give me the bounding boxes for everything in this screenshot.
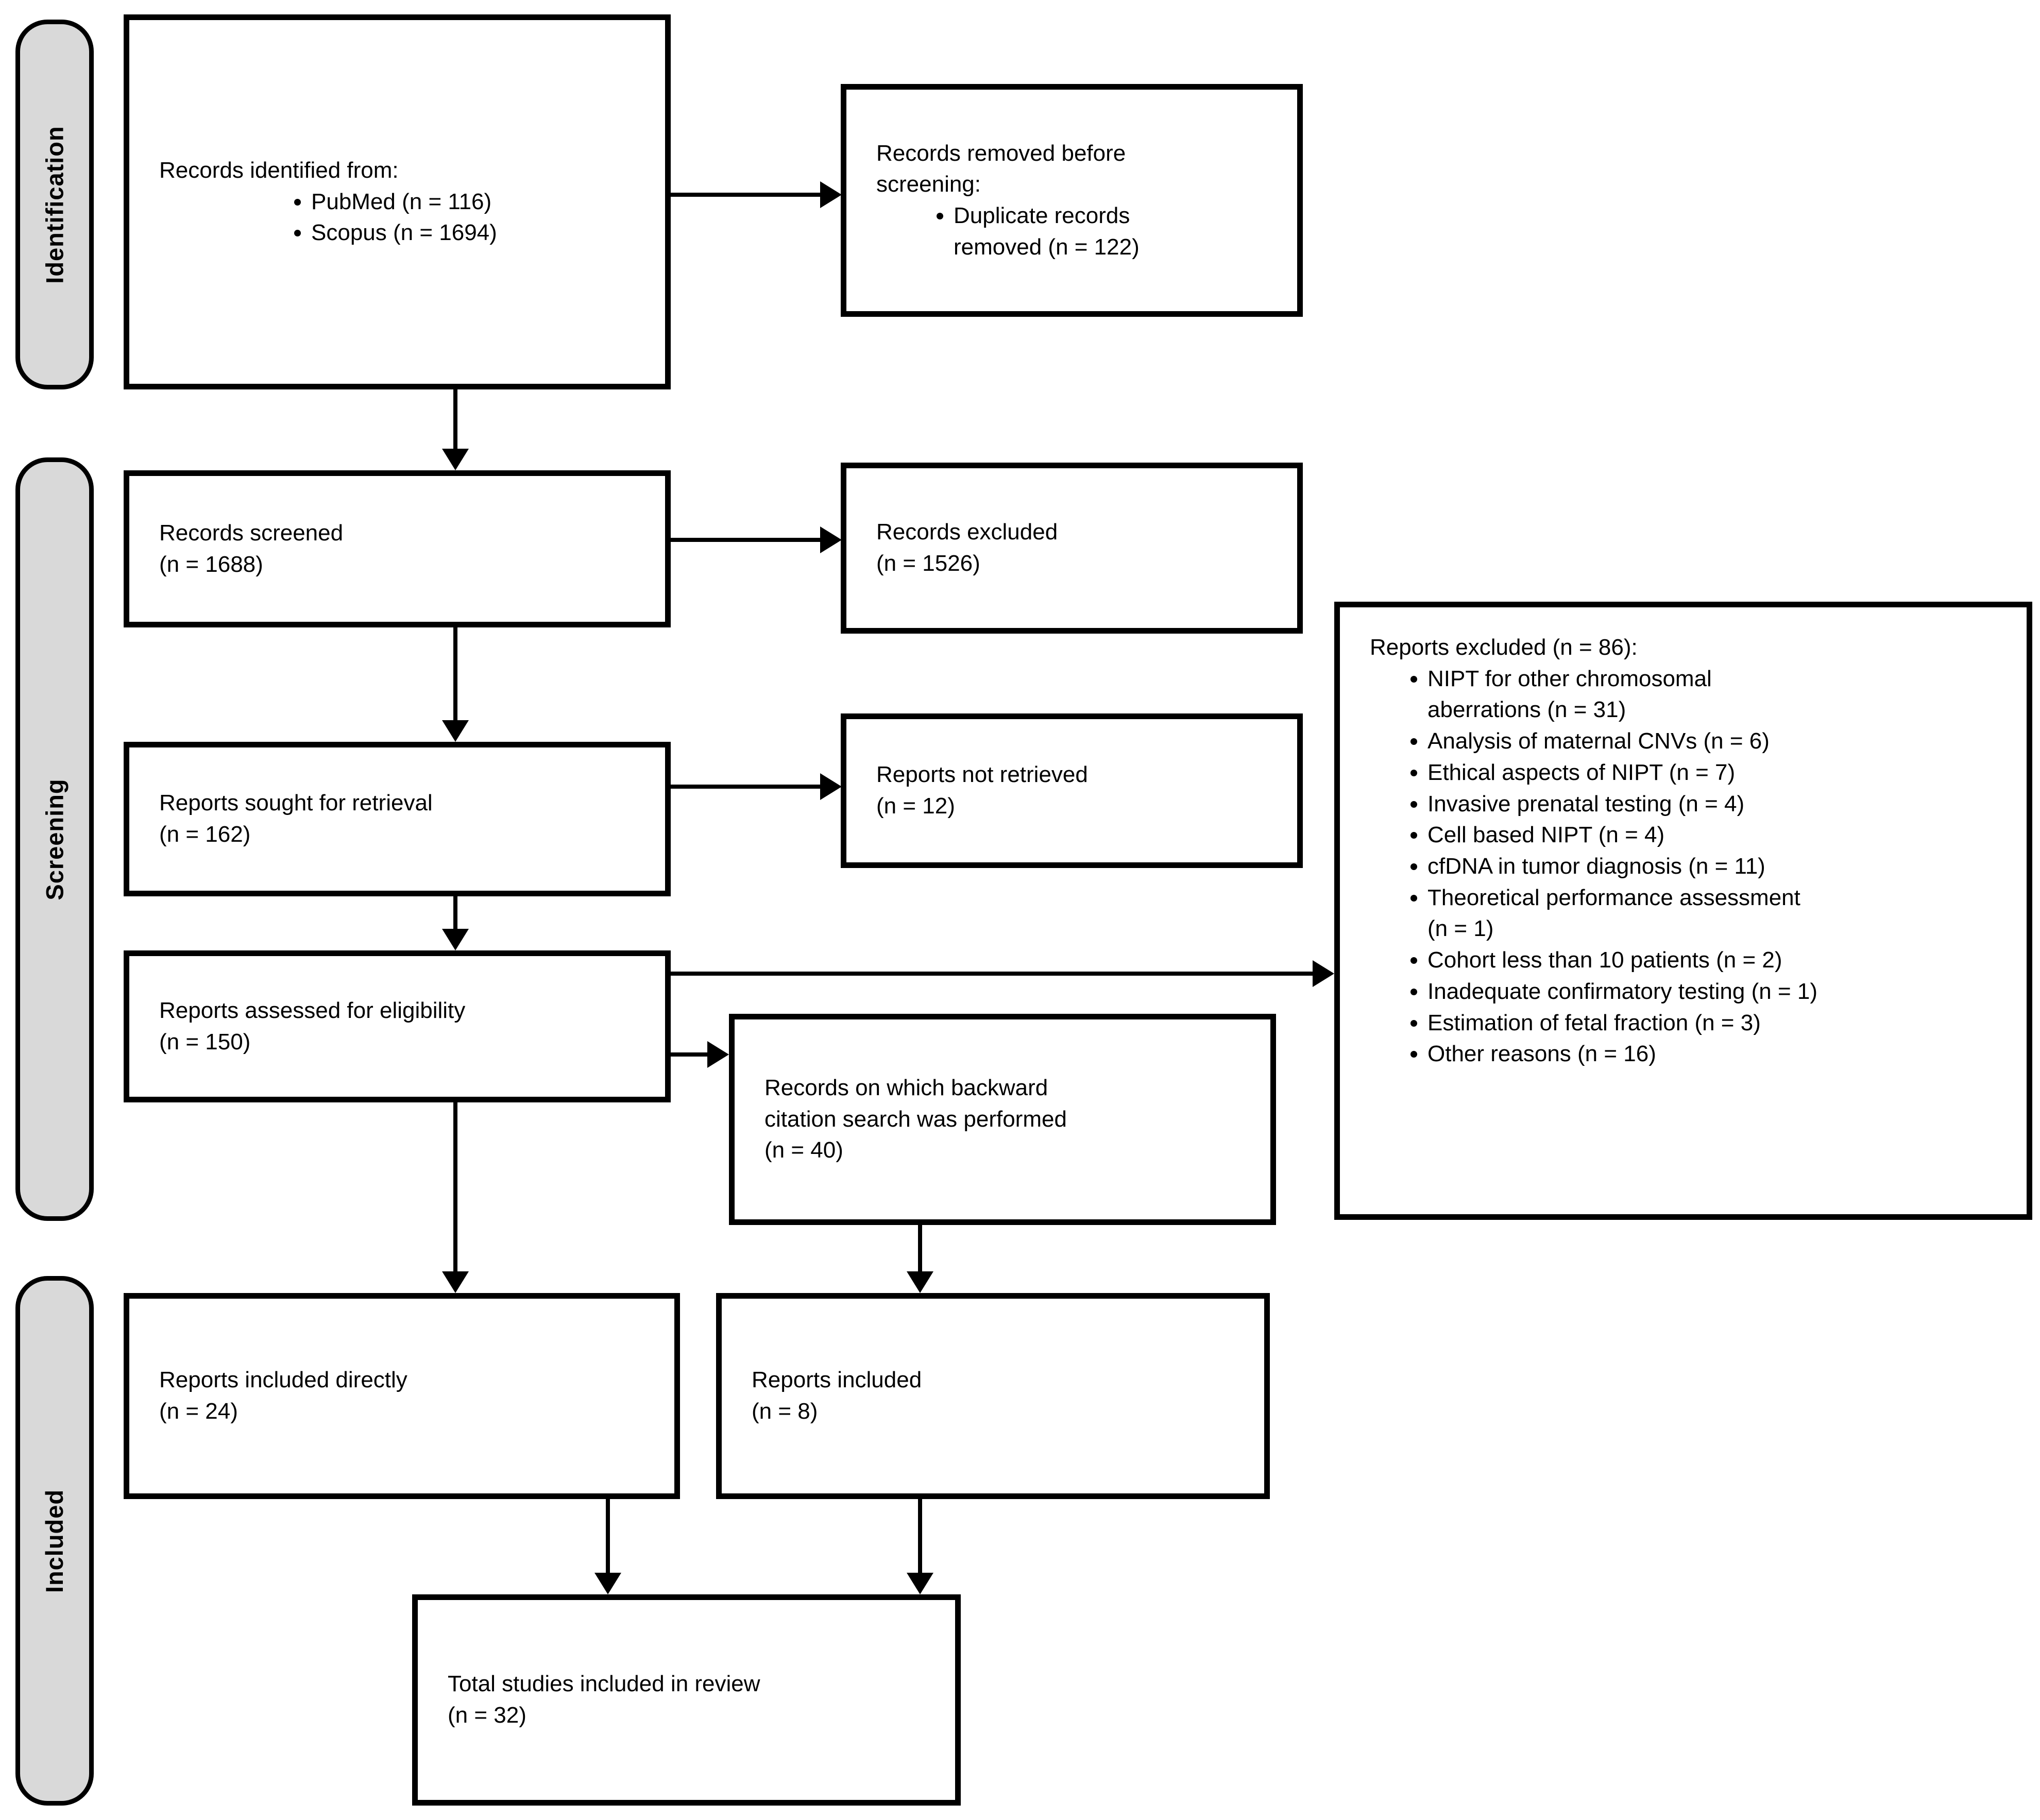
arrowhead-included-to-total	[907, 1573, 933, 1594]
bullet-item: Cohort less than 10 patients (n = 2)	[1427, 945, 2009, 976]
arrowhead-backward-to-included	[907, 1271, 933, 1293]
box-records-screened: Records screened (n = 1688)	[124, 470, 671, 627]
stage-label-included: Included	[41, 1489, 69, 1593]
box-records-removed: Records removed before screening: Duplic…	[841, 84, 1303, 317]
bullet-item: Invasive prenatal testing (n = 4)	[1427, 789, 2009, 820]
stage-label-identification: Identification	[41, 125, 69, 284]
box-count: (n = 12)	[876, 793, 955, 819]
arrowhead-assessed-to-excluded-list	[1313, 960, 1334, 987]
arrowhead-identified-to-removed	[820, 181, 842, 208]
arrowhead-assessed-to-included-directly	[442, 1271, 469, 1293]
bullet-item: cfDNA in tumor diagnosis (n = 11)	[1427, 851, 2009, 882]
box-title: Reports excluded (n = 86):	[1370, 635, 1638, 660]
bullet-item: Theoretical performance assessment (n = …	[1427, 882, 2009, 945]
box-count: (n = 150)	[159, 1029, 251, 1054]
box-label: Reports included	[752, 1367, 922, 1393]
bullet-item: PubMed (n = 116)	[311, 186, 647, 218]
arrowhead-included-directly-to-total	[594, 1573, 621, 1594]
bullet-list: Duplicate records removed (n = 122)	[876, 200, 1279, 263]
box-count: (n = 8)	[752, 1399, 818, 1424]
box-label: Records screened	[159, 520, 344, 546]
bullet-item: Inadequate confirmatory testing (n = 1)	[1427, 976, 2009, 1008]
box-title: Records removed before screening:	[876, 140, 1126, 197]
box-count: (n = 1688)	[159, 551, 263, 577]
box-reports-excluded-list: Reports excluded (n = 86): NIPT for othe…	[1334, 602, 2032, 1220]
arrow-line-sought-to-assessed	[453, 896, 457, 932]
box-reports-included: Reports included (n = 8)	[716, 1293, 1270, 1499]
arrow-line-backward-to-included	[918, 1225, 922, 1275]
box-label: Reports not retrieved	[876, 762, 1088, 788]
stage-band-included: Included	[15, 1276, 94, 1806]
box-label: Reports sought for retrieval	[159, 790, 433, 816]
box-title: Records identified from:	[159, 157, 399, 183]
box-total-studies: Total studies included in review (n = 32…	[412, 1594, 961, 1806]
arrowhead-screened-to-excluded	[820, 526, 842, 553]
box-label: Records excluded	[876, 519, 1058, 545]
box-count: (n = 1526)	[876, 551, 980, 576]
box-label: Records on which backward citation searc…	[764, 1075, 1067, 1132]
bullet-item: NIPT for other chromosomal aberrations (…	[1427, 664, 2009, 726]
arrow-line-assessed-to-backward	[671, 1052, 709, 1057]
box-label: Total studies included in review	[448, 1671, 760, 1697]
bullet-item: Cell based NIPT (n = 4)	[1427, 820, 2009, 851]
box-reports-included-directly: Reports included directly (n = 24)	[124, 1293, 680, 1499]
stage-band-screening: Screening	[15, 457, 94, 1221]
box-reports-assessed: Reports assessed for eligibility (n = 15…	[124, 950, 671, 1102]
bullet-item: Analysis of maternal CNVs (n = 6)	[1427, 726, 2009, 757]
arrowhead-sought-to-assessed	[442, 929, 469, 950]
bullet-item: Other reasons (n = 16)	[1427, 1039, 2009, 1070]
bullet-item: Estimation of fetal fraction (n = 3)	[1427, 1008, 2009, 1039]
arrow-line-identified-to-removed	[671, 193, 822, 197]
arrow-line-screened-to-sought	[453, 627, 457, 725]
box-records-excluded: Records excluded (n = 1526)	[841, 463, 1303, 634]
bullet-list: PubMed (n = 116) Scopus (n = 1694)	[159, 186, 647, 249]
arrow-line-assessed-to-included-directly	[453, 1102, 457, 1275]
stage-label-screening: Screening	[41, 778, 69, 900]
box-count: (n = 32)	[448, 1703, 526, 1728]
box-count: (n = 24)	[159, 1399, 238, 1424]
box-label: Reports included directly	[159, 1367, 407, 1393]
box-reports-sought: Reports sought for retrieval (n = 162)	[124, 742, 671, 896]
arrowhead-screened-to-sought	[442, 720, 469, 742]
arrow-line-screened-to-excluded	[671, 538, 822, 542]
box-count: (n = 162)	[159, 822, 251, 847]
bullet-item: Ethical aspects of NIPT (n = 7)	[1427, 757, 2009, 789]
box-count: (n = 40)	[764, 1137, 843, 1163]
arrowhead-assessed-to-backward	[707, 1041, 729, 1068]
bullet-list: NIPT for other chromosomal aberrations (…	[1370, 664, 2009, 1070]
bullet-item: Duplicate records removed (n = 122)	[954, 200, 1279, 263]
arrowhead-sought-to-not-retrieved	[820, 773, 842, 800]
stage-band-identification: Identification	[15, 20, 94, 389]
box-records-identified: Records identified from: PubMed (n = 116…	[124, 14, 671, 389]
arrow-line-identified-to-screened	[453, 389, 457, 453]
arrow-line-included-directly-to-total	[606, 1499, 610, 1576]
arrow-line-included-to-total	[918, 1499, 922, 1576]
bullet-item: Scopus (n = 1694)	[311, 217, 647, 249]
arrow-line-sought-to-not-retrieved	[671, 785, 822, 789]
box-reports-not-retrieved: Reports not retrieved (n = 12)	[841, 713, 1303, 868]
box-backward-citation: Records on which backward citation searc…	[729, 1014, 1276, 1225]
box-label: Reports assessed for eligibility	[159, 997, 466, 1023]
arrowhead-identified-to-screened	[442, 449, 469, 470]
arrow-line-assessed-to-excluded-list	[671, 972, 1315, 976]
